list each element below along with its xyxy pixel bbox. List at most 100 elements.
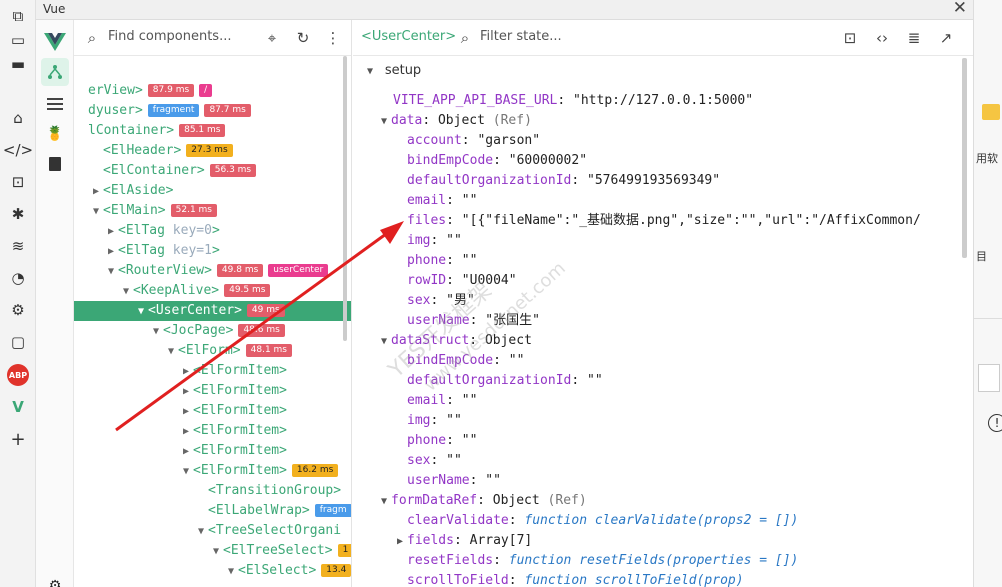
tree-node[interactable]: ▶<ElTag key=0>: [74, 221, 351, 241]
tree-node[interactable]: lContainer>85.1 ms: [74, 121, 351, 141]
chevron-down-icon[interactable]: ▼: [212, 546, 220, 557]
tree-node[interactable]: ▶<ElTag key=1>: [74, 241, 351, 261]
device-toolbar-icon[interactable]: ▭: [10, 31, 26, 49]
components-tab-icon[interactable]: [41, 58, 69, 86]
chevron-down-icon[interactable]: ▼: [107, 266, 115, 277]
render-time-badge: userCenter: [268, 264, 329, 277]
tree-node[interactable]: <TransitionGroup>: [74, 481, 351, 501]
state-value[interactable]: "张国生": [485, 313, 540, 328]
chevron-right-icon[interactable]: ▶: [107, 246, 115, 257]
settings-icon[interactable]: ⚙: [48, 578, 62, 587]
state-value[interactable]: "60000002": [508, 153, 588, 168]
state-value[interactable]: "男": [446, 293, 475, 308]
chevron-down-icon[interactable]: ▼: [380, 336, 388, 347]
page-input-box[interactable]: [978, 364, 1000, 392]
tree-node[interactable]: ▼<ElMain>52.1 ms: [74, 201, 351, 221]
chevron-right-icon[interactable]: ▶: [107, 226, 115, 237]
tree-node[interactable]: ▶<ElFormItem>: [74, 441, 351, 461]
router-tab-icon[interactable]: [41, 150, 69, 178]
chevron-right-icon[interactable]: ▶: [182, 386, 190, 397]
code-icon[interactable]: </>: [2, 141, 34, 159]
state-value[interactable]: "[{"fileName":"_基础数据.png","size":"","url…: [461, 213, 921, 228]
tree-node[interactable]: ▶<ElFormItem>: [74, 361, 351, 381]
chevron-down-icon[interactable]: ▼: [197, 526, 205, 537]
tree-node[interactable]: ▼<TreeSelectOrgani: [74, 521, 351, 541]
state-value[interactable]: "576499193569349": [587, 173, 721, 188]
open-in-editor-icon[interactable]: ‹›: [876, 29, 888, 47]
state-value[interactable]: "": [446, 413, 462, 428]
chevron-down-icon[interactable]: ▼: [227, 566, 235, 577]
console-icon[interactable]: ⊡: [11, 173, 25, 191]
chevron-down-icon[interactable]: ▼: [182, 466, 190, 477]
show-render-code-icon[interactable]: ≣: [907, 29, 921, 47]
tree-node[interactable]: ▼<JocPage>48.6 ms: [74, 321, 351, 341]
chevron-right-icon[interactable]: ▶: [182, 366, 190, 377]
close-icon[interactable]: ✕: [952, 0, 967, 18]
tree-node-label: <KeepAlive>: [133, 283, 220, 298]
chevron-down-icon[interactable]: ▼: [167, 346, 175, 357]
screen-cast-icon[interactable]: ⧉: [12, 7, 24, 25]
state-value[interactable]: "": [485, 473, 501, 488]
refresh-icon[interactable]: ↻: [296, 29, 310, 47]
state-value[interactable]: "": [446, 453, 462, 468]
wifi-icon[interactable]: ≋: [11, 237, 25, 255]
state-value[interactable]: "": [461, 393, 478, 408]
state-value[interactable]: "": [461, 433, 478, 448]
chevron-down-icon[interactable]: ▼: [137, 306, 145, 317]
home-icon[interactable]: ⌂: [13, 109, 23, 127]
adblock-icon[interactable]: ABP: [7, 364, 29, 386]
open-external-icon[interactable]: ↗: [939, 29, 953, 47]
chevron-down-icon[interactable]: ▼: [380, 496, 388, 507]
scroll-to-component-icon[interactable]: ⊡: [843, 29, 857, 47]
tree-node[interactable]: <ElContainer>56.3 ms: [74, 161, 351, 181]
state-value[interactable]: "": [461, 253, 478, 268]
find-components-input[interactable]: Find components...: [108, 29, 232, 44]
state-value[interactable]: "": [508, 353, 525, 368]
vue-devtools-icon[interactable]: V: [12, 398, 24, 416]
filter-state-input[interactable]: Filter state...: [480, 29, 562, 44]
bug-icon[interactable]: ✱: [11, 205, 25, 223]
tree-node[interactable]: ▼<KeepAlive>49.5 ms: [74, 281, 351, 301]
tree-node[interactable]: ▶<ElFormItem>: [74, 401, 351, 421]
state-scrollbar[interactable]: [962, 58, 967, 258]
state-value[interactable]: "": [446, 233, 462, 248]
state-value[interactable]: "": [587, 373, 603, 388]
tree-node[interactable]: ▼<ElForm>48.1 ms: [74, 341, 351, 361]
tree-node-selected[interactable]: ▼<UserCenter>49 ms: [74, 301, 351, 321]
timeline-tab-icon[interactable]: [41, 90, 69, 118]
chevron-right-icon[interactable]: ▶: [396, 536, 404, 547]
more-options-icon[interactable]: ⋮: [325, 29, 341, 47]
state-value[interactable]: "U0004": [461, 273, 517, 288]
performance-icon[interactable]: ◔: [11, 269, 25, 287]
application-icon[interactable]: ▢: [10, 333, 26, 351]
window-icon[interactable]: ▬: [10, 55, 26, 73]
select-component-icon[interactable]: ⌖: [267, 29, 277, 47]
tree-node[interactable]: <ElLabelWrap>fragm: [74, 501, 351, 521]
chevron-right-icon[interactable]: ▶: [182, 406, 190, 417]
tree-node[interactable]: <ElHeader>27.3 ms: [74, 141, 351, 161]
chevron-down-icon[interactable]: ▼: [366, 66, 374, 77]
render-time-badge: 49 ms: [246, 304, 285, 317]
chevron-down-icon[interactable]: ▼: [122, 286, 130, 297]
chevron-down-icon[interactable]: ▼: [380, 116, 388, 127]
tree-node[interactable]: ▼<ElSelect>13.4: [74, 561, 351, 581]
tree-node[interactable]: ▼<ElFormItem>16.2 ms: [74, 461, 351, 481]
state-value[interactable]: "": [461, 193, 478, 208]
chevron-right-icon[interactable]: ▶: [92, 186, 100, 197]
add-icon[interactable]: +: [10, 428, 26, 450]
settings-cog-icon[interactable]: ⚙: [11, 301, 25, 319]
tree-node[interactable]: erView>87.9 ms/: [74, 81, 351, 101]
pinia-tab-icon[interactable]: 🍍: [46, 126, 64, 142]
chevron-right-icon[interactable]: ▶: [182, 446, 190, 457]
chevron-down-icon[interactable]: ▼: [152, 326, 160, 337]
tree-node[interactable]: ▶<ElFormItem>: [74, 381, 351, 401]
chevron-right-icon[interactable]: ▶: [182, 426, 190, 437]
tree-node[interactable]: ▶<ElAside>: [74, 181, 351, 201]
state-value[interactable]: "garson": [477, 133, 541, 148]
chevron-down-icon[interactable]: ▼: [92, 206, 100, 217]
tree-node[interactable]: ▼<ElTreeSelect>1: [74, 541, 351, 561]
tree-scrollbar[interactable]: [343, 56, 347, 341]
tree-node[interactable]: ▶<ElFormItem>: [74, 421, 351, 441]
